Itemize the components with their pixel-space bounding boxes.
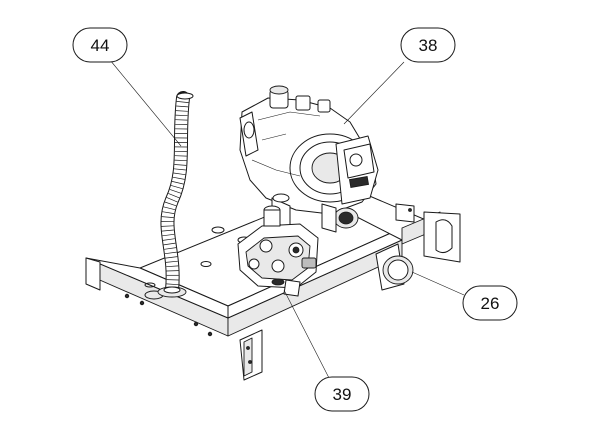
pipe-rib	[175, 114, 188, 117]
leader-line-39	[283, 289, 330, 379]
pipe-rib	[165, 256, 178, 259]
leader-line-38	[343, 61, 405, 125]
callout-label-38: 38	[419, 36, 438, 55]
pipe-rib	[175, 110, 188, 112]
pipe-rib	[173, 168, 186, 171]
pipe-rib	[161, 216, 174, 218]
side-port-fitting	[375, 243, 414, 291]
chassis-frame	[85, 185, 461, 381]
pipe-rib	[164, 201, 177, 207]
callout-39: 39	[314, 376, 370, 412]
leader-lines	[109, 59, 465, 379]
pipe-rib	[165, 260, 178, 263]
pipe-rib	[174, 164, 187, 166]
pipe-rib	[164, 247, 177, 250]
pipe-rib	[161, 229, 174, 232]
pipe-rib	[163, 206, 176, 211]
pipe-rib	[168, 193, 180, 199]
pipe-rib	[164, 251, 177, 255]
pipe-rib	[166, 197, 178, 203]
pipe-rib	[171, 181, 184, 185]
pipe-rib	[176, 105, 189, 108]
callout-label-26: 26	[481, 294, 500, 313]
flexible-pipe	[157, 91, 194, 298]
pipe-rib	[176, 101, 189, 103]
pipe-rib	[161, 225, 174, 227]
pipe-rib	[162, 211, 175, 214]
pipe-rib	[166, 283, 179, 286]
callout-44: 44	[72, 27, 128, 63]
callout-38: 38	[400, 27, 456, 63]
callout-label-39: 39	[333, 385, 352, 404]
pipe-rib	[169, 189, 182, 194]
callout-label-44: 44	[91, 36, 110, 55]
pipe-rib	[166, 265, 179, 268]
pipe-rib	[162, 233, 175, 237]
pipe-rib	[170, 185, 183, 190]
callout-26: 26	[462, 285, 518, 321]
pipe-rib	[174, 159, 187, 162]
pipe-rib	[163, 242, 176, 246]
pump-assembly	[239, 85, 379, 233]
leader-line-26	[411, 271, 465, 296]
pipe-rib	[173, 172, 186, 176]
hydraulic-block	[237, 205, 319, 297]
leader-line-44	[109, 59, 182, 147]
pipe-rib	[172, 176, 185, 180]
pipe-rib	[162, 238, 175, 241]
